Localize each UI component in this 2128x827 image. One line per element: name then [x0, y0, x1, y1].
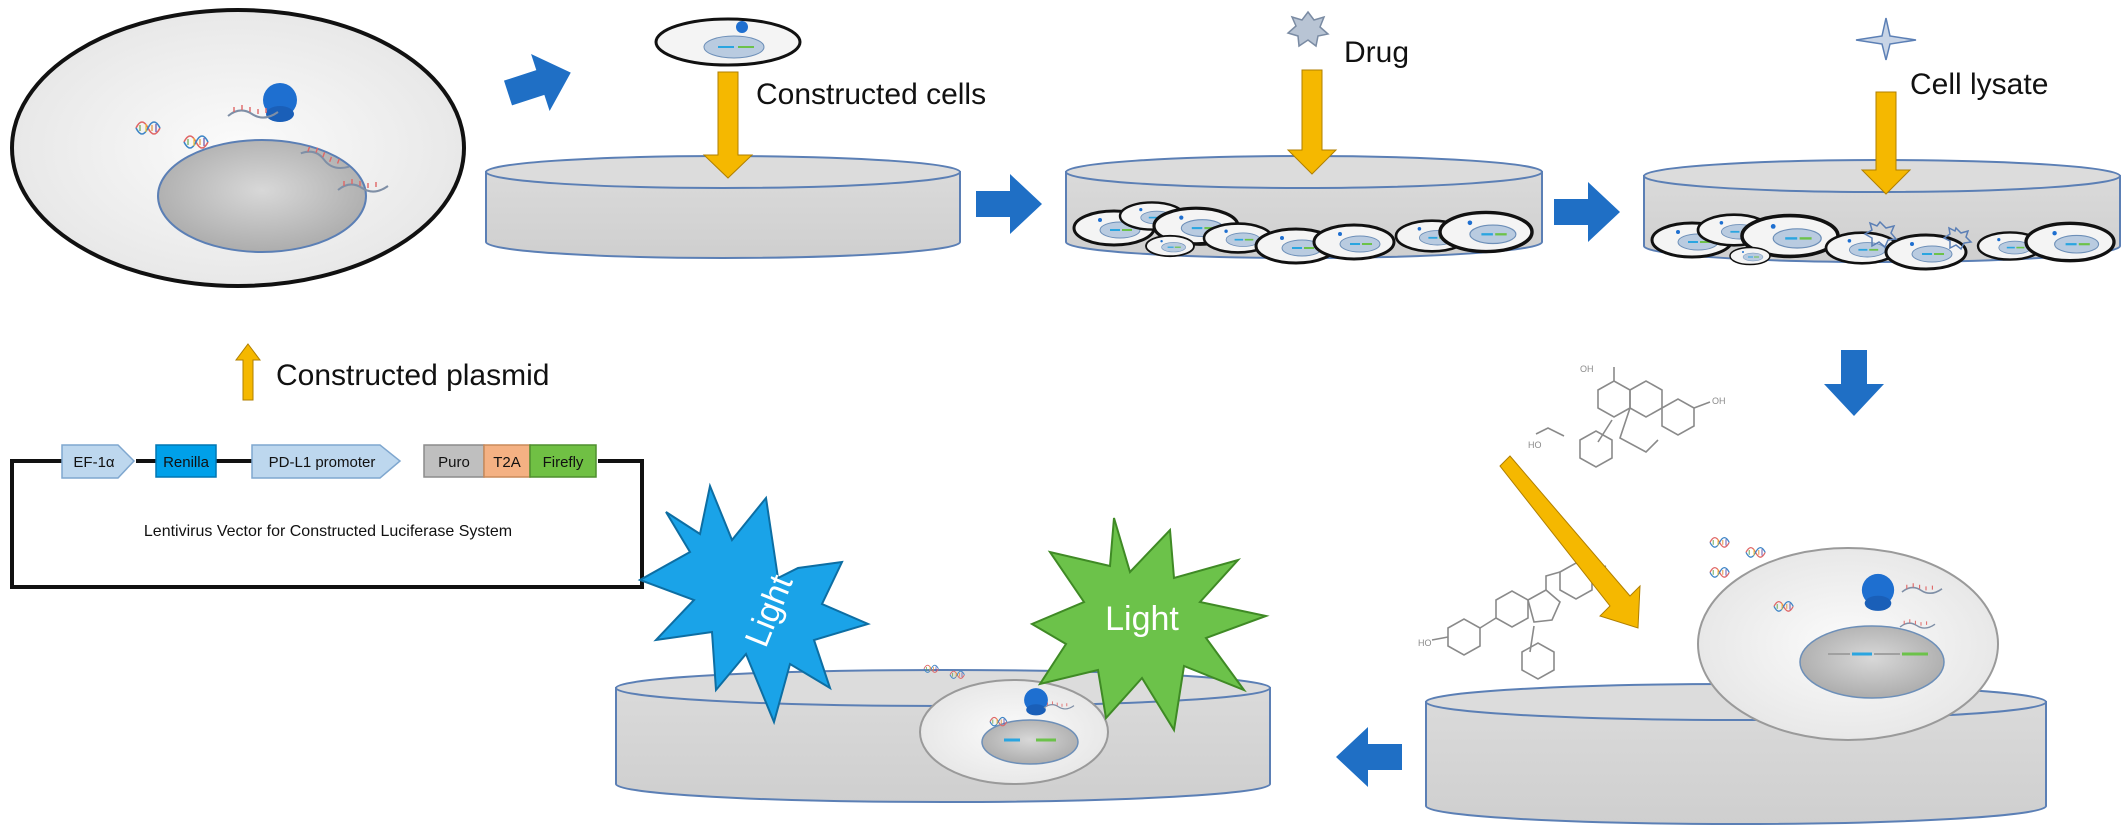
svg-text:OH: OH [1580, 364, 1594, 374]
star-icon [1855, 17, 1917, 61]
substrate-molecule-icon: HO [1418, 562, 1607, 680]
ribosome-icon [1861, 573, 1895, 611]
vector-segment-t2a: T2A [483, 444, 531, 478]
svg-text:Firefly: Firefly [543, 454, 584, 471]
plasmid-up-arrow [235, 343, 261, 401]
constructed-cells-label: Constructed cells [756, 78, 986, 111]
cells-in-dish-3 [1650, 213, 2116, 271]
flow-arrow-left [1336, 727, 1402, 787]
svg-text:HO: HO [1528, 440, 1542, 450]
svg-text:PD-L1 promoter: PD-L1 promoter [269, 454, 376, 471]
yellow-arrow-lysate [1860, 91, 1912, 195]
lentivirus-vector: EF-1α Renilla PD-L1 promoter Puro T2A Fi… [10, 444, 644, 589]
dna-icon [1709, 566, 1730, 578]
constructed-plasmid-label: Constructed plasmid [276, 359, 549, 392]
svg-text:OH: OH [1712, 396, 1726, 406]
drug-molecule-icon [1286, 10, 1330, 48]
vector-segment-ef1a: EF-1α [61, 444, 136, 479]
vector-segment-renilla: Renilla [155, 444, 217, 478]
svg-text:EF-1α: EF-1α [73, 454, 115, 471]
drug-label: Drug [1344, 36, 1409, 69]
cell-lysate-label: Cell lysate [1910, 68, 2048, 101]
vector-segment-firefly: Firefly [529, 444, 597, 478]
svg-text:HO: HO [1418, 638, 1432, 648]
svg-text:Renilla: Renilla [163, 454, 210, 471]
yellow-arrow-cells [702, 71, 754, 179]
vector-segment-puro: Puro [423, 444, 485, 478]
light-burst-blue: Light [637, 482, 871, 726]
flow-arrow-2 [976, 174, 1042, 234]
dna-icon [1709, 536, 1730, 548]
flow-arrow-down [1824, 350, 1884, 416]
ribosome-icon [1024, 688, 1048, 716]
cell-on-dish-4 [1697, 536, 1999, 741]
cell-on-dish-5 [919, 664, 1109, 785]
flow-arrow-1 [498, 44, 581, 122]
yellow-arrow-diagonal [1499, 455, 1641, 629]
vector-segment-pdl1-promoter: PD-L1 promoter [251, 444, 402, 479]
svg-text:T2A: T2A [493, 454, 521, 471]
dna-icon [1745, 546, 1766, 558]
constructed-cells-icon [654, 17, 802, 67]
substrate-molecule-icon: OH OH HO [1528, 364, 1726, 468]
light-burst-green: Light [1029, 517, 1270, 733]
svg-text:Puro: Puro [438, 454, 470, 471]
yellow-arrow-drug [1286, 69, 1338, 175]
vector-title: Lentivirus Vector for Constructed Lucife… [144, 523, 512, 540]
flow-arrow-3 [1554, 182, 1620, 242]
large-cell [10, 8, 466, 288]
light-green-label: Light [1105, 600, 1179, 638]
